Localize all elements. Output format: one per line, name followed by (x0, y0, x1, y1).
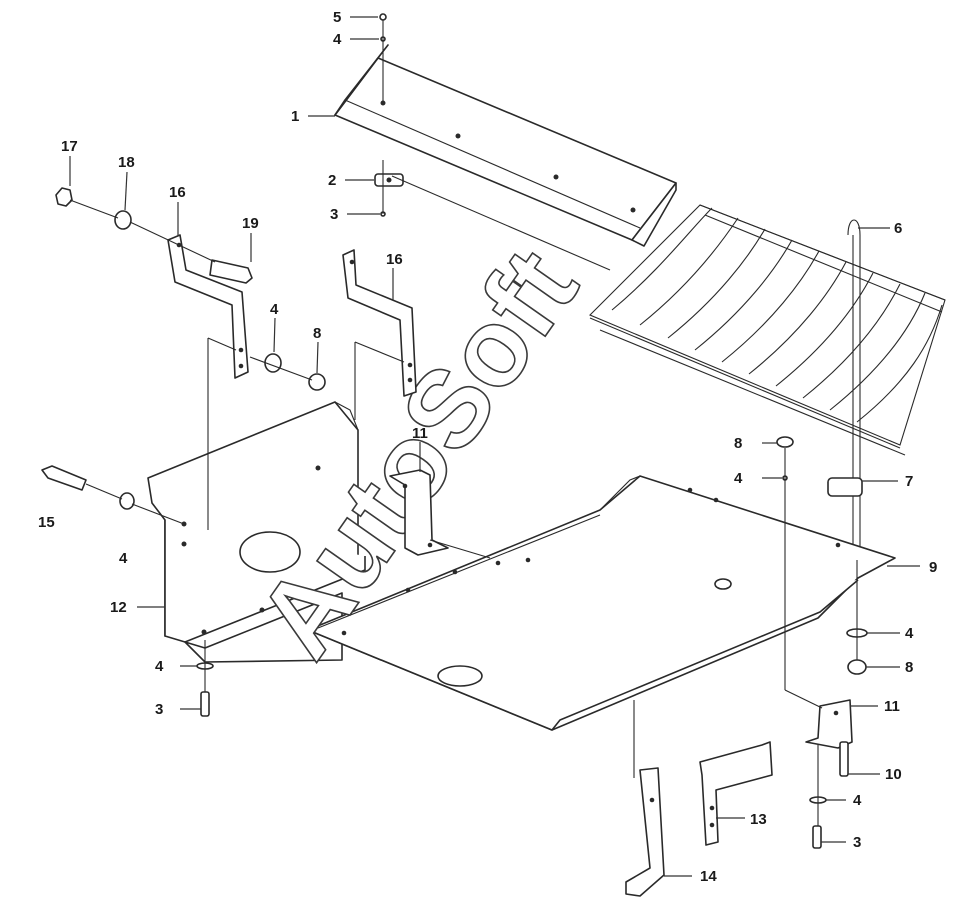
callout-15: 15 (38, 514, 55, 531)
callout-4: 4 (270, 301, 279, 318)
callout-4: 4 (734, 470, 743, 487)
callout-16: 16 (169, 184, 186, 201)
callout-8: 8 (313, 325, 321, 342)
callout-4: 4 (905, 625, 914, 642)
rod-part (847, 219, 861, 550)
callout-2: 2 (328, 172, 336, 189)
callout-labels: 5 4 1 2 3 17 18 16 19 16 4 8 6 11 8 4 7 … (38, 9, 937, 885)
callout-4: 4 (155, 658, 164, 675)
bracket-11-lower (805, 699, 853, 749)
deflector-plate (334, 44, 677, 247)
callout-14: 14 (700, 868, 717, 885)
callout-11: 11 (412, 425, 428, 442)
bracket-16-right (342, 249, 417, 397)
callout-4: 4 (333, 31, 342, 48)
callout-10: 10 (885, 766, 902, 783)
callout-1: 1 (291, 108, 299, 125)
callout-12: 12 (110, 599, 127, 616)
callout-7: 7 (905, 473, 913, 490)
callout-13: 13 (750, 811, 767, 828)
callout-9: 9 (929, 559, 937, 576)
callout-3: 3 (853, 834, 861, 851)
callout-4: 4 (853, 792, 862, 809)
bracket-13 (699, 741, 773, 846)
callout-leaders (69, 16, 920, 877)
callout-18: 18 (118, 154, 135, 171)
callout-3: 3 (330, 206, 338, 223)
callout-8: 8 (905, 659, 913, 676)
callout-19: 19 (242, 215, 259, 232)
callout-11: 11 (884, 698, 900, 715)
assembly-lines (69, 20, 858, 826)
callout-4: 4 (119, 550, 128, 567)
bracket-14 (625, 767, 665, 897)
skid-plate (307, 475, 896, 731)
side-panel (147, 401, 366, 663)
callout-3: 3 (155, 701, 163, 718)
clamp-part (374, 173, 404, 187)
bracket-11-upper (389, 469, 449, 556)
guard-grille (589, 204, 946, 456)
callout-6: 6 (894, 220, 902, 237)
callout-8: 8 (734, 435, 742, 452)
callout-17: 17 (61, 138, 78, 155)
bracket-part-7 (827, 477, 863, 497)
callout-16: 16 (386, 251, 403, 268)
callout-5: 5 (333, 9, 341, 26)
